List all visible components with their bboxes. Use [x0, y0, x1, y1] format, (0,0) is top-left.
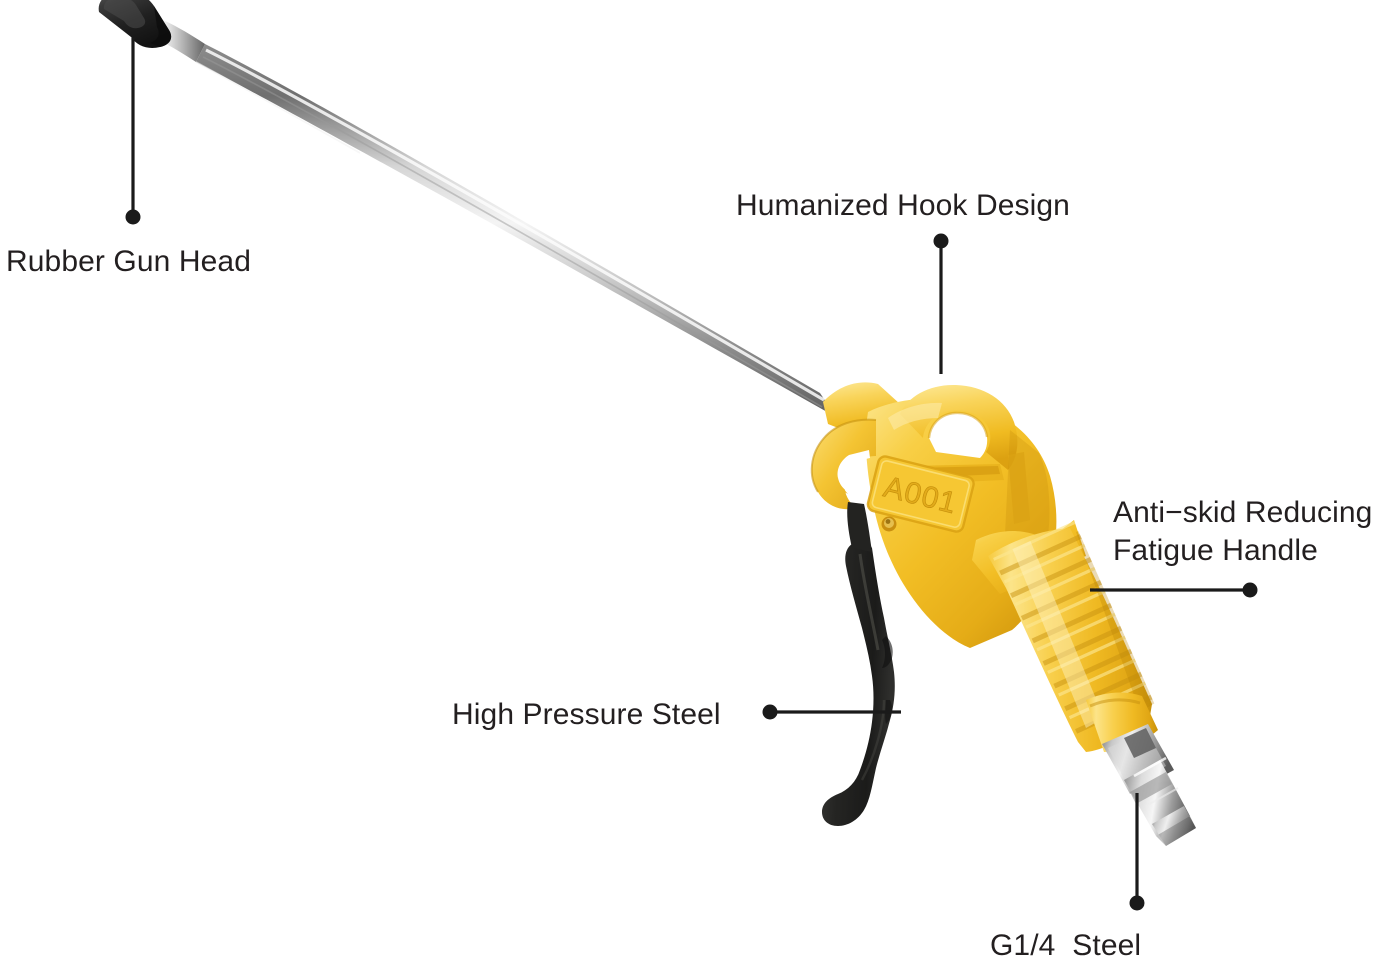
leader-anti-skid-handle	[1090, 582, 1258, 598]
rubber-tip	[98, 0, 172, 48]
trigger	[822, 502, 895, 826]
callout-label-high-pressure-steel: High Pressure Steel	[452, 698, 721, 731]
pivot-screw	[881, 516, 897, 532]
callout-label-humanized-hook-design: Humanized Hook Design	[736, 189, 1070, 222]
callout-label-g14-steel: G1/4 Steel	[990, 929, 1142, 962]
leader-rubber-gun-head	[125, 38, 141, 225]
callout-label-rubber-gun-head: Rubber Gun Head	[6, 245, 251, 278]
leader-humanized-hook-design	[933, 233, 949, 374]
gun-body: A001	[810, 382, 1158, 752]
air-inlet-fitting	[1102, 724, 1196, 846]
leader-high-pressure-steel	[762, 704, 901, 720]
callout-leaders	[125, 38, 1258, 911]
callout-label-anti-skid-reducing-fatigue-handle: Anti−skid Reducing Fatigue Handle	[1113, 496, 1373, 568]
model-plaque: A001	[866, 455, 975, 533]
leader-g14-steel	[1129, 793, 1145, 911]
steel-extension-tube	[131, 11, 836, 417]
